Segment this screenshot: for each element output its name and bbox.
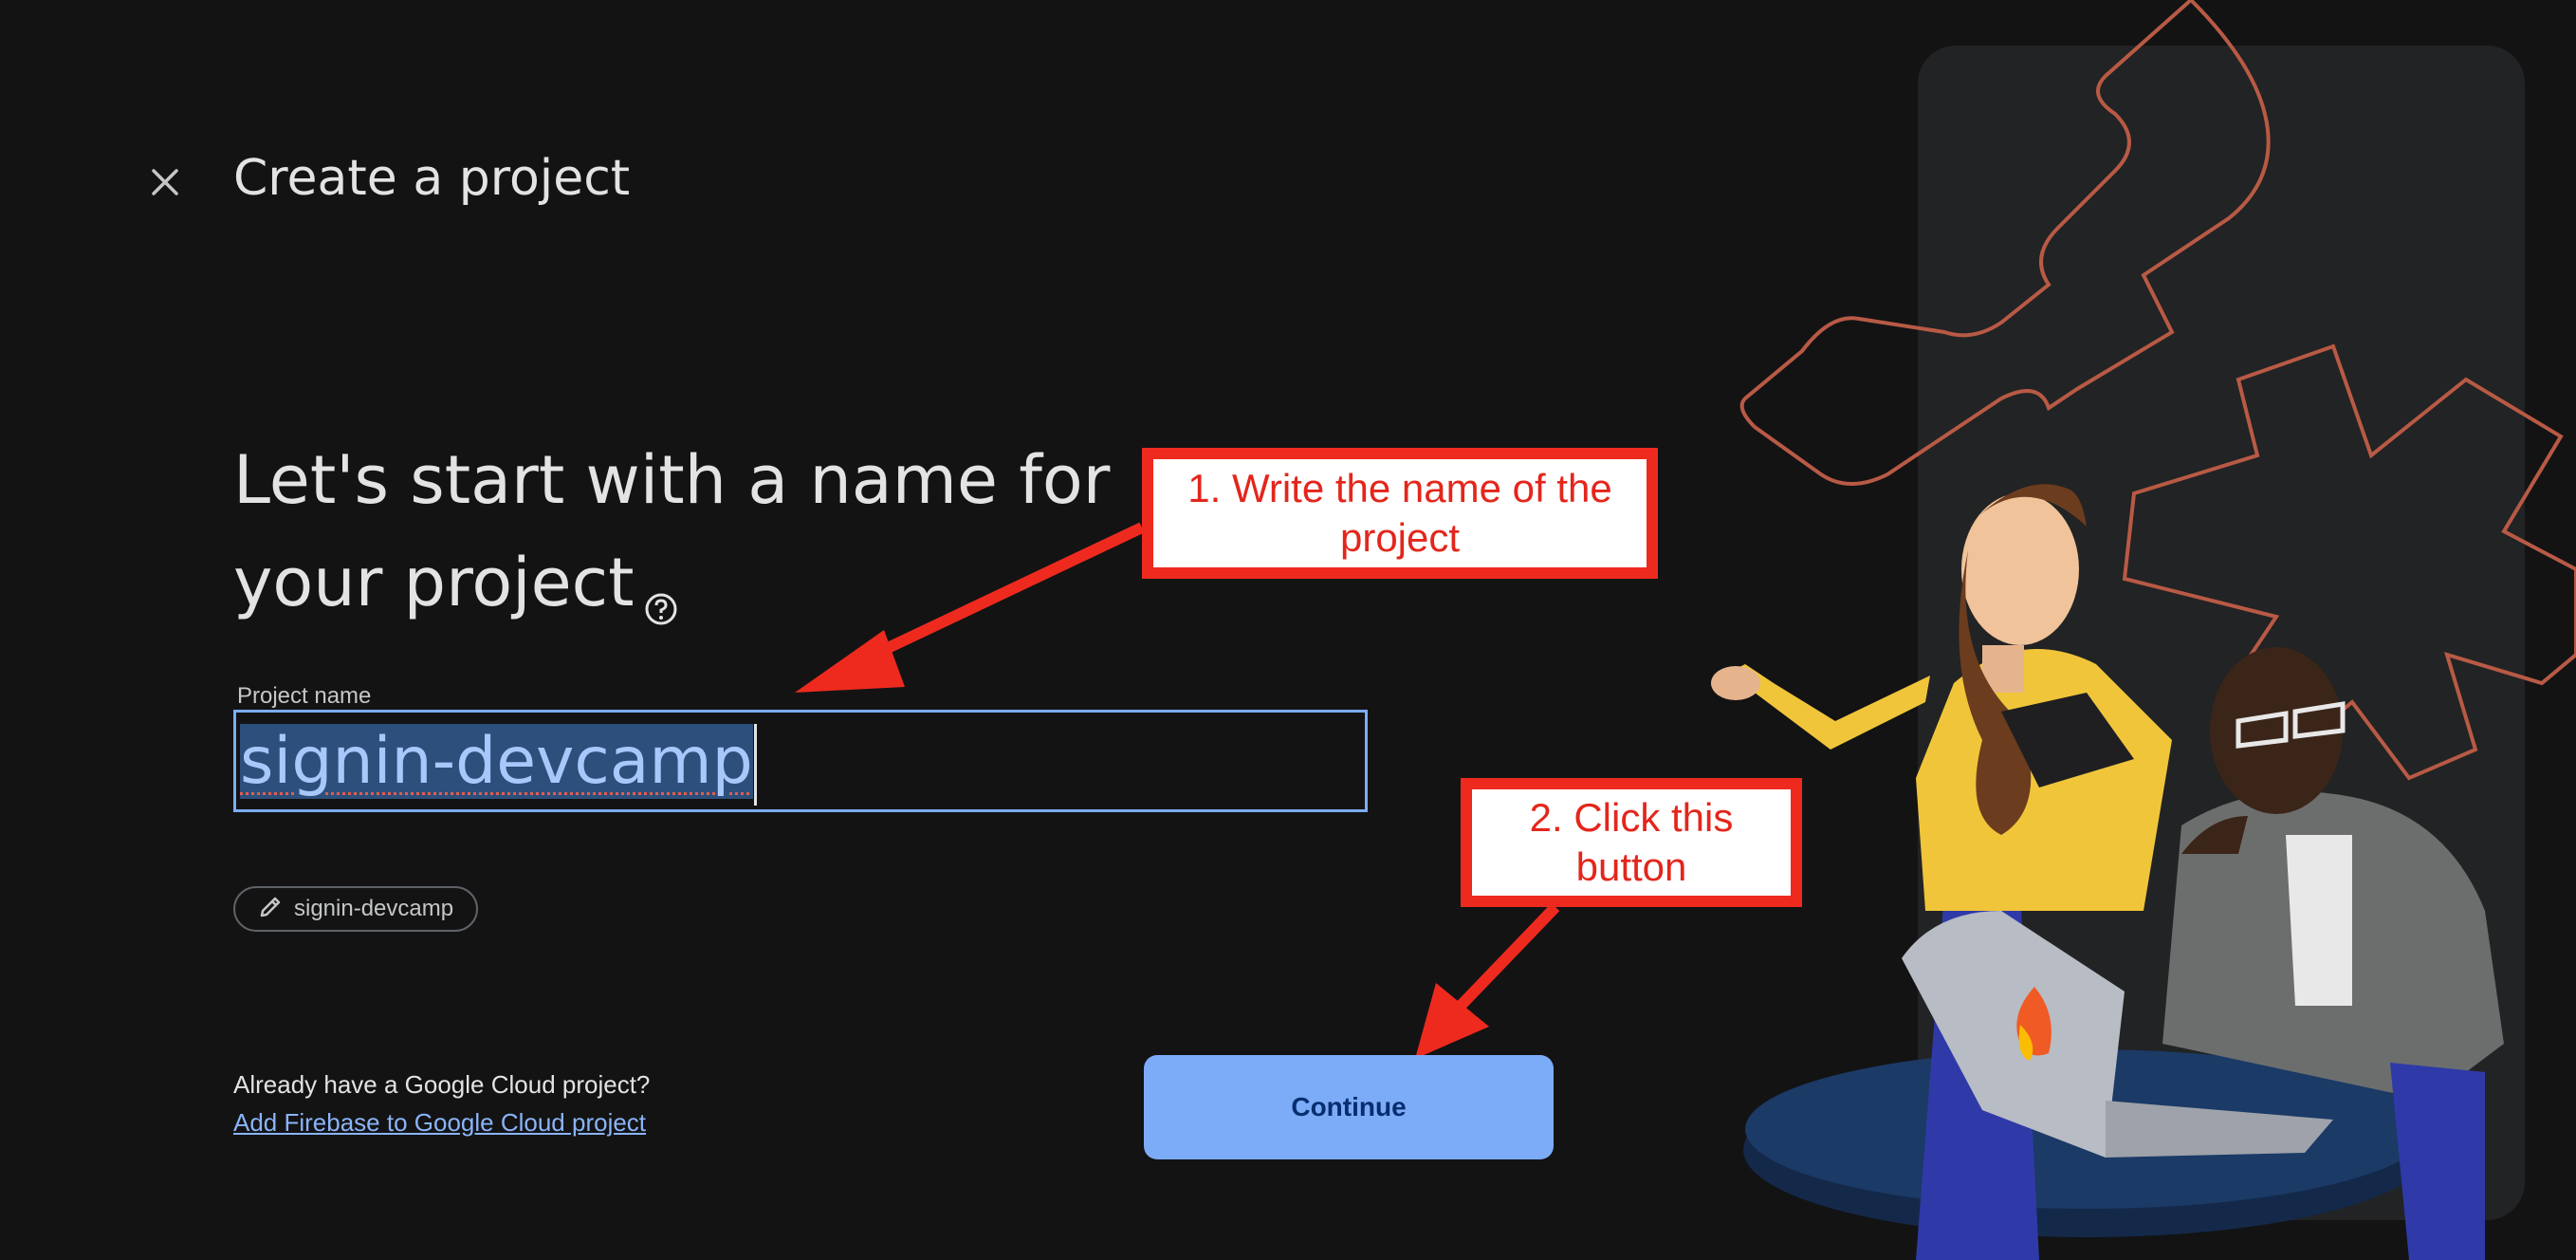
continue-button[interactable]: Continue	[1144, 1055, 1554, 1159]
man-figure	[2162, 647, 2504, 1260]
help-circle-icon[interactable]	[644, 552, 678, 655]
decorative-outline-shape	[1739, 0, 2271, 486]
project-name-input[interactable]: signin-devcamp	[236, 713, 1365, 809]
project-name-field[interactable]: signin-devcamp	[233, 710, 1368, 812]
annotation-arrow-1	[795, 522, 1145, 693]
heading-line-1: Let's start with a name for	[233, 441, 1111, 519]
add-firebase-to-cloud-link[interactable]: Add Firebase to Google Cloud project	[233, 1108, 647, 1137]
close-button[interactable]	[140, 159, 190, 209]
heading-line-2: your project	[233, 544, 635, 621]
annotation-step-1: 1. Write the name of the project	[1142, 448, 1658, 579]
close-icon	[150, 167, 180, 202]
text-caret	[753, 724, 757, 806]
project-name-value: signin-devcamp	[240, 724, 753, 799]
pencil-icon	[258, 895, 283, 924]
page-heading: Let's start with a name for your project	[233, 429, 1182, 655]
annotation-step-2: 2. Click this button	[1461, 778, 1802, 907]
cloud-project-question: Already have a Google Cloud project?	[233, 1070, 651, 1099]
project-name-label: Project name	[237, 683, 372, 709]
page-title: Create a project	[233, 150, 631, 207]
project-id-text: signin-devcamp	[294, 896, 454, 921]
decorative-outline-shape	[2122, 343, 2576, 781]
annotation-arrow-2	[1415, 902, 1560, 1059]
laptop	[1902, 911, 2333, 1158]
project-id-chip[interactable]: signin-devcamp	[233, 886, 479, 932]
